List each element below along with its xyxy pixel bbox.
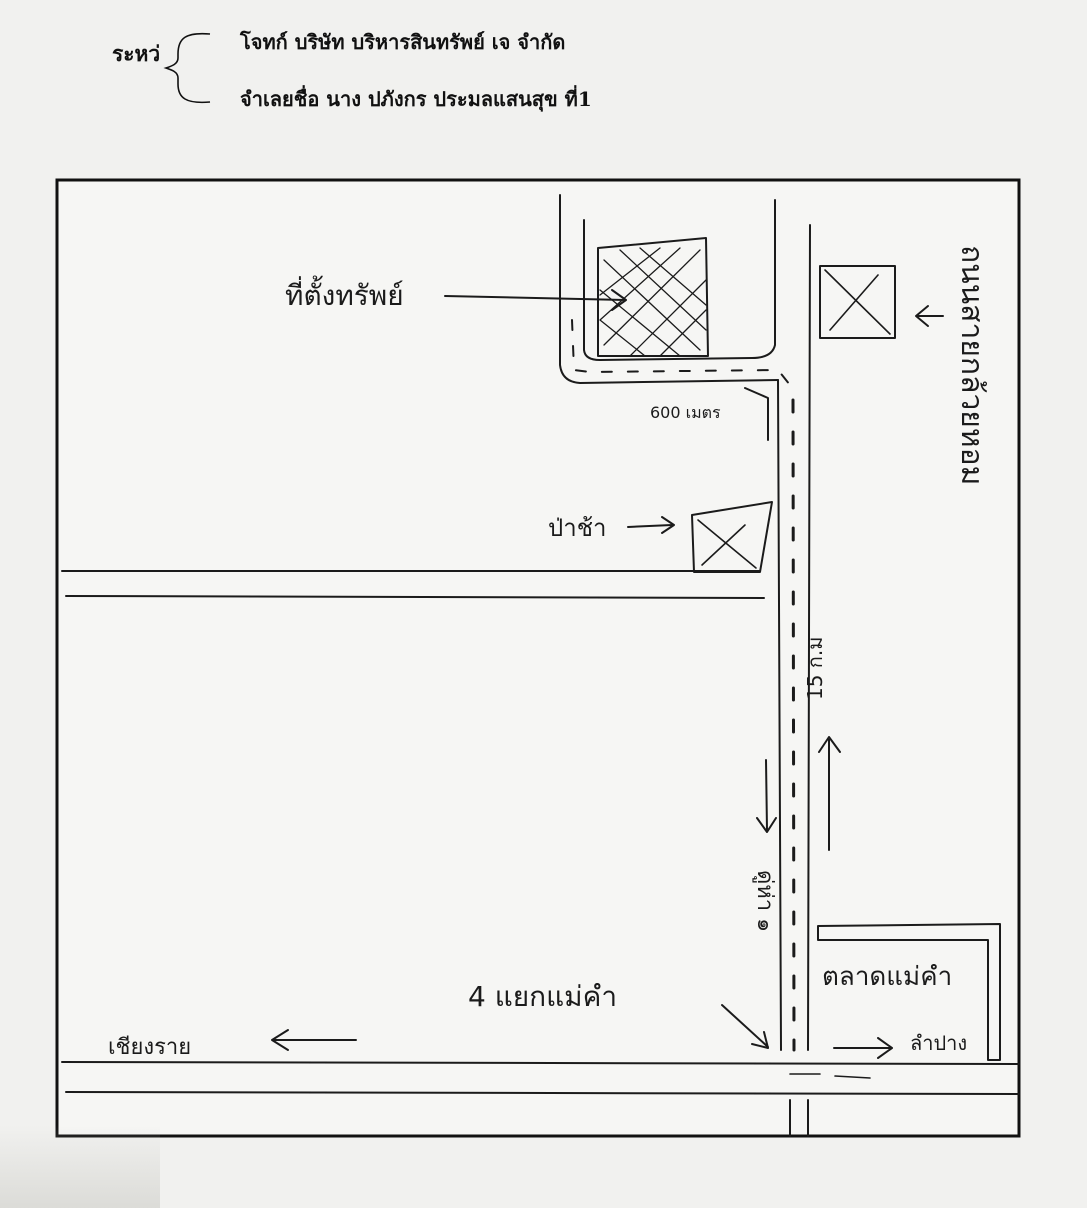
- to-left-arrow-icon: [271, 1029, 357, 1051]
- property-pointer-arrow-icon: [444, 289, 627, 311]
- label-property-location: ที่ตั้งทรัพย์: [285, 275, 404, 312]
- label-to-left: เชียงราย: [108, 1035, 191, 1060]
- road-label-arrow-icon: [915, 305, 944, 327]
- label-road-right-vertical: ถนนสายกล้วยหอม: [954, 245, 989, 485]
- to-right-arrow-icon: [833, 1037, 893, 1059]
- property-hatch: [599, 247, 707, 357]
- building-northeast: [819, 265, 896, 339]
- lane-arrow-up-icon: [818, 736, 841, 851]
- intersection-pointer-arrow-icon: [721, 1004, 769, 1049]
- side-road-bottom-edge: [65, 595, 765, 599]
- highway-bottom-edge: [65, 1091, 1020, 1095]
- main-road-right-edge: [807, 224, 811, 1051]
- branch-road-centerline: [571, 319, 791, 386]
- market-building: [817, 923, 1001, 1061]
- label-road-left-vertical: ดู่ห่า ๑: [752, 870, 777, 932]
- branch-road-outer-edge: [559, 194, 779, 384]
- highway-centerline: [789, 1073, 871, 1079]
- plaintiff-line: โจทก์ บริษัท บริหารสินทรัพย์ เจ จำกัด: [240, 30, 566, 54]
- label-intersection: 4 แยกแม่คำ: [468, 980, 617, 1013]
- label-cemetery: ป่าช้า: [548, 514, 606, 542]
- label-market: ตลาดแม่คำ: [822, 962, 952, 992]
- label-distance-km: 15 ก.ม: [803, 637, 827, 700]
- scan-shadow: [0, 1125, 160, 1208]
- cemetery-arrow-icon: [627, 516, 675, 534]
- defendant-line: จำเลยชื่อ นาง ปภังกร ประมลแสนสุข ที่1: [240, 87, 592, 111]
- main-road-left-edge: [777, 379, 782, 1051]
- property-plot: [597, 237, 709, 357]
- label-to-right: ลำปาง: [910, 1031, 967, 1055]
- lane-arrow-down-icon: [756, 759, 777, 833]
- map-frame: [55, 178, 1021, 1138]
- highway-top-edge: [61, 1061, 1020, 1065]
- header-prefix: ระหว่: [112, 41, 161, 66]
- label-distance: 600 เมตร: [650, 403, 721, 422]
- brace-icon: [163, 32, 211, 104]
- distance-bracket: [744, 387, 769, 441]
- branch-road-inner-edge: [583, 199, 776, 361]
- main-road-centerline: [791, 398, 796, 1052]
